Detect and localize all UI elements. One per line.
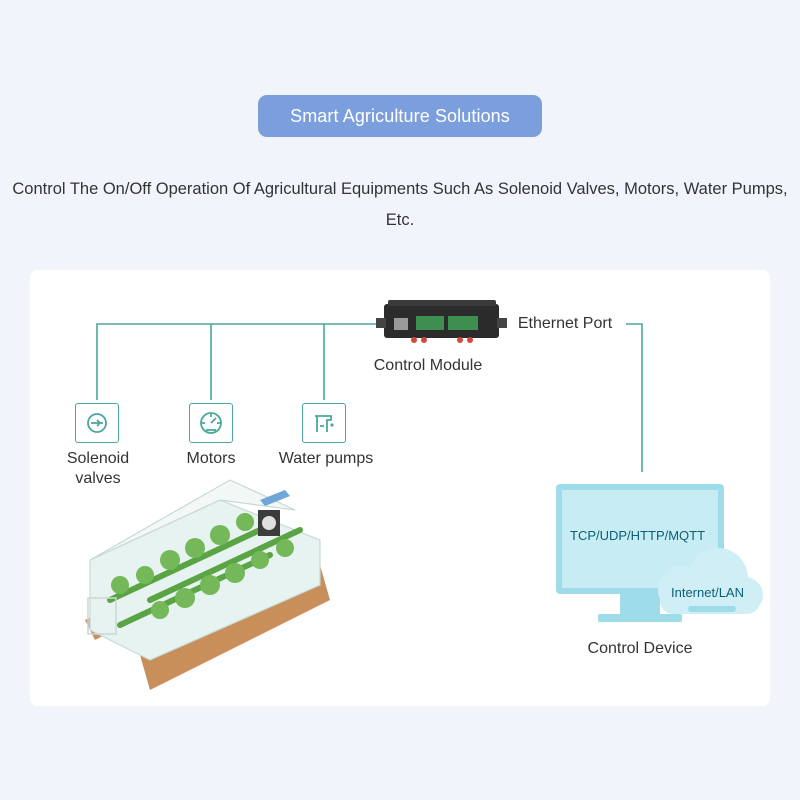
device-label-water-pumps: Water pumps — [278, 450, 374, 467]
title-pill: Smart Agriculture Solutions — [258, 95, 542, 137]
control-module-icon — [376, 300, 507, 343]
water-pump-icon — [315, 415, 334, 432]
device-motors — [189, 403, 233, 443]
ethernet-port-label: Ethernet Port — [517, 315, 613, 332]
control-module-label: Control Module — [373, 357, 483, 374]
cloud-icon-inner — [688, 606, 736, 612]
cloud-text: Internet/LAN — [671, 585, 744, 600]
motor-icon — [200, 412, 222, 434]
device-label-motors: Motors — [186, 450, 236, 467]
valve-icon — [87, 413, 107, 433]
protocol-text: TCP/UDP/HTTP/MQTT — [570, 528, 706, 543]
control-device-label: Control Device — [587, 640, 693, 657]
device-solenoid-valves — [75, 403, 119, 443]
greenhouse-icon — [85, 479, 330, 690]
device-label-solenoid-valves: Solenoid valves — [66, 450, 130, 487]
subtitle: Control The On/Off Operation Of Agricult… — [12, 180, 788, 229]
device-water-pumps — [302, 403, 346, 443]
connector-lines — [96, 323, 643, 472]
